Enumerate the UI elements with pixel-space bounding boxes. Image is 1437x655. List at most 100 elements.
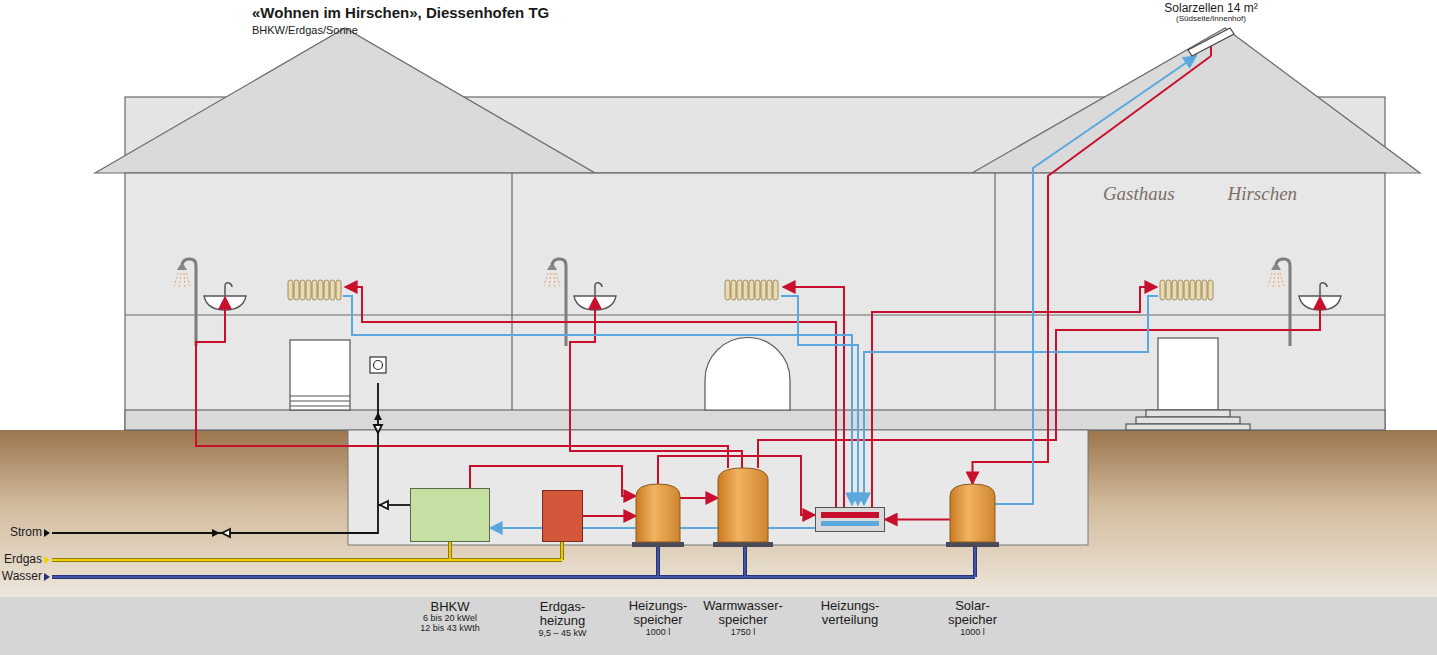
- building: [511, 173, 512, 410]
- pipe-connector: [995, 56, 1196, 504]
- pipe-connector: [680, 497, 718, 499]
- gas-line: [52, 542, 562, 560]
- return-manifold: [821, 521, 879, 526]
- node-label: BHKW6 bis 20 kWel12 bis 43 kWth: [420, 600, 480, 634]
- doors: [290, 395, 350, 396]
- building: [125, 410, 1385, 430]
- node-shape: [815, 507, 885, 532]
- socket-symbol: [374, 361, 383, 370]
- utility-label: Erdgas: [4, 553, 42, 566]
- subtitle: BHKW/Erdgas/Sonne: [252, 24, 358, 36]
- component-name: BHKW: [420, 600, 480, 614]
- fixtures: [288, 280, 341, 300]
- component-rating: 1750 l: [703, 628, 783, 638]
- node-label: Heizungs- verteilung: [821, 599, 880, 628]
- utility-label: Wasser: [2, 570, 42, 583]
- component-rating: 1000 l: [629, 628, 688, 638]
- power-line: [380, 501, 388, 509]
- gas-line: [44, 556, 50, 564]
- gas-line: [52, 542, 562, 560]
- tank-body: [718, 468, 768, 542]
- diagram-title: «Wohnen im Hirschen», Diessenhofen TG: [252, 5, 549, 22]
- component-rating: (Südseite/Innenhof): [1164, 15, 1257, 24]
- node-shape: [718, 468, 768, 542]
- distributor-box: Heizungs- verteilung: [815, 507, 885, 532]
- gas-line: [44, 542, 562, 564]
- node-label: Erdgas- heizung9,5 – 45 kW: [538, 600, 586, 638]
- tank-stands: [632, 542, 999, 547]
- heating-return-pipes: [781, 296, 858, 505]
- building: [125, 173, 1385, 430]
- fixtures: [544, 259, 566, 346]
- building: [994, 173, 995, 410]
- node-shape: [950, 484, 995, 542]
- storage-tank: Solar- speicher1000 l: [950, 484, 995, 542]
- storage-tank: Warmwasser- speicher1750 l: [718, 468, 768, 542]
- component-name: Erdgas- heizung: [540, 600, 586, 629]
- component-rating: 1000 l: [948, 628, 997, 638]
- power-line: [44, 383, 410, 537]
- building: [95, 28, 1420, 430]
- node-label: Solar- speicher1000 l: [948, 599, 997, 637]
- heating-supply-pipes: [872, 287, 1157, 507]
- equipment-box: BHKW6 bis 20 kWel12 bis 43 kWth: [410, 488, 490, 542]
- tank-stands: [946, 542, 999, 547]
- component-rating: 9,5 – 45 kW: [538, 629, 586, 639]
- component-name: Solar- speicher: [948, 599, 997, 628]
- component-rating: 6 bis 20 kWel: [420, 614, 480, 624]
- collector-plate: [1188, 28, 1234, 56]
- equipment-box: Erdgas- heizung9,5 – 45 kW: [542, 490, 583, 542]
- component-name: Heizungs- verteilung: [821, 599, 880, 628]
- tank-body: [950, 484, 995, 542]
- utility-label: Strom: [10, 526, 42, 539]
- building-illustration: [0, 430, 1437, 600]
- doors: [290, 400, 350, 401]
- power-line: [212, 529, 220, 537]
- building: [972, 28, 1420, 173]
- pipe-connector: [885, 519, 950, 521]
- water-line: [44, 573, 50, 581]
- doors: [1146, 410, 1230, 417]
- water-line: [44, 547, 975, 581]
- distributor-housing: [816, 508, 885, 532]
- node-label: Heizungs- speicher1000 l: [629, 599, 688, 637]
- pipe-connector: [973, 56, 1212, 484]
- solar-panel: Solarzellen 14 m²(Südseite/Innenhof): [1188, 28, 1234, 56]
- component-name: Warmwasser- speicher: [703, 599, 783, 628]
- heating-supply-pipes: [783, 287, 844, 507]
- doors: [1136, 417, 1240, 424]
- component-name: Solarzellen 14 m²: [1164, 2, 1257, 15]
- node-label: Solarzellen 14 m²(Südseite/Innenhof): [1164, 2, 1257, 24]
- fixtures: [174, 259, 1341, 346]
- doors: [290, 405, 350, 406]
- tank-stands: [713, 542, 773, 547]
- socket-symbol: [370, 357, 386, 373]
- component-name: Heizungs- speicher: [629, 599, 688, 628]
- doors: [290, 340, 350, 410]
- power-line: [44, 529, 50, 537]
- fixtures: [1160, 280, 1213, 300]
- component-rating: 12 bis 43 kWth: [420, 624, 480, 634]
- doors: [1158, 338, 1218, 410]
- node-shape: [636, 484, 680, 542]
- doors: [1126, 424, 1250, 430]
- storage-tank: Heizungs- speicher1000 l: [636, 484, 680, 542]
- power-line: [52, 383, 378, 533]
- fixtures: [1268, 259, 1290, 346]
- facade-sign: Gasthaus Hirschen: [1103, 184, 1297, 205]
- heating-return-pipes: [864, 296, 1158, 505]
- node-label: Warmwasser- speicher1750 l: [703, 599, 783, 637]
- doors: [705, 338, 790, 411]
- building: [95, 28, 595, 173]
- node-shape: [1188, 28, 1234, 56]
- power-line: [222, 529, 230, 537]
- pipe-connector: [583, 515, 636, 517]
- building-illustration: [0, 597, 1437, 655]
- power-line: [374, 425, 382, 433]
- hot-water-pipes: [758, 297, 1320, 468]
